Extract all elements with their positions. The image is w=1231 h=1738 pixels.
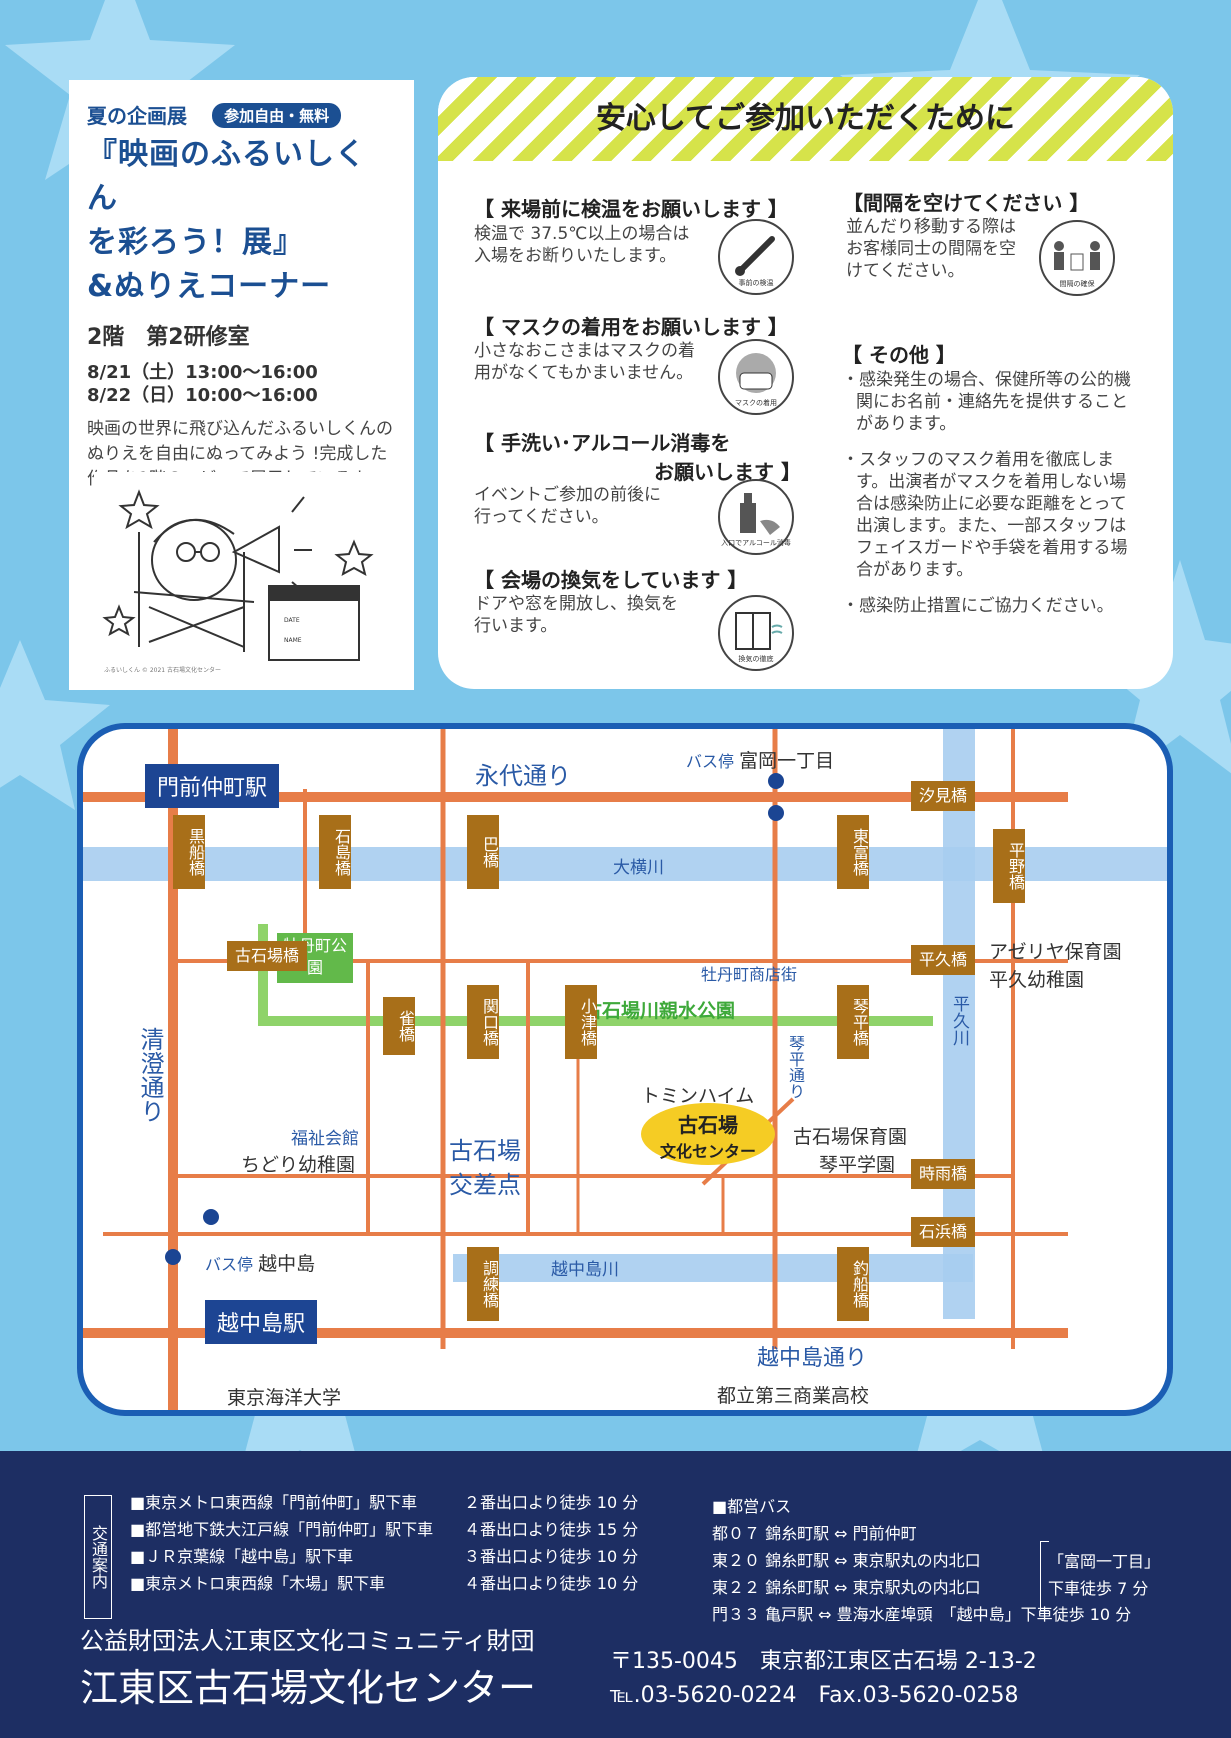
- mascot-director-icon: DATE NAME ふるいしくん © 2021 古石場文化センター: [102, 489, 374, 674]
- event-dates: 8/21（土）13:00〜16:00 8/22（日）10:00〜16:00: [87, 362, 318, 406]
- bus-stop-icon: [768, 805, 784, 821]
- footer-name: 江東区古石場文化センター: [80, 1666, 537, 1710]
- distance-icon: 間隔の確保: [1039, 220, 1115, 296]
- hand-sanitizer-icon: 入口でアルコール消毒: [718, 479, 794, 555]
- road-ecchujima: 越中島通り: [757, 1346, 868, 1371]
- label-tomin: トミンハイム: [641, 1085, 755, 1107]
- bus-list: ■都営バス 都０７ 錦糸町駅 ⇔ 門前仲町 東２０ 錦糸町駅 ⇔ 東京駅丸の内北…: [712, 1497, 1132, 1624]
- access-map: 門前仲町駅 越中島駅 永代通り 清澄通り 越中島通り 琴平通り 大横川 越中島川…: [77, 723, 1173, 1416]
- event-title: 『映画のふるいしくん を彩ろう！展』 &ぬりえコーナー: [87, 137, 366, 304]
- bridge-tsurifune: 釣船橋: [837, 1247, 869, 1321]
- safety-heading: 安心してご参加いただくために: [595, 101, 1016, 136]
- bridge-higashitomi: 東富橋: [837, 815, 869, 889]
- bridge-jiu: 時雨橋: [911, 1159, 976, 1189]
- label-kaiyo: 東京海洋大学: [227, 1387, 342, 1409]
- item-distance-text: 並んだり移動する際は お客様同士の間隔を空 けてください。: [846, 217, 1016, 281]
- mask-icon: マスクの着用: [718, 339, 794, 415]
- bridge-kotohira: 琴平橋: [837, 985, 869, 1059]
- access-label: 交通案内: [84, 1495, 112, 1619]
- bridge-tomoe: 巴橋: [467, 815, 499, 889]
- footer-org: 公益財団法人江東区文化コミュニティ財団: [80, 1627, 535, 1655]
- bridge-suzume: 雀橋: [383, 997, 415, 1055]
- item-mask-title: 【 マスクの着用をお願いします 】: [474, 315, 788, 339]
- other-title: 【 その他 】: [842, 343, 956, 367]
- event-place: 2階 第2研修室: [87, 325, 250, 350]
- other-list: ・感染発生の場合、保健所等の公的機関にお名前・連絡先を提供することがあります。 …: [842, 369, 1142, 623]
- other-item: ・感染防止措置にご協力ください。: [842, 596, 1114, 616]
- label-kotohira-gakuen: 琴平学園: [819, 1154, 896, 1176]
- river-oyoko-label: 大横川: [613, 858, 664, 878]
- footer-address: 〒135-0045 東京都江東区古石場 2-13-2: [610, 1649, 1037, 1674]
- safety-panel: 安心してご参加いただくために 【 来場前に検温をお願いします 】 検温で 37.…: [438, 77, 1173, 689]
- bridge-choren: 調練橋: [467, 1247, 499, 1321]
- clapper-name: NAME: [284, 637, 302, 644]
- label-fukushi: 福祉会館: [291, 1129, 359, 1149]
- park-label: 古石場川親水公園: [583, 1000, 736, 1022]
- label-chidori: ちどり幼稚園: [241, 1154, 356, 1176]
- bus-bracket: [1040, 1541, 1049, 1611]
- item-temp-text: 検温で 37.5℃以上の場合は 入場をお断りいたします。: [474, 224, 690, 266]
- culture-center-marker[interactable]: 古石場 文化センター: [641, 1103, 775, 1165]
- item-mask-text: 小さなおこさまはマスクの着 用がなくてもかまいません。: [474, 341, 695, 383]
- footer-tel: ℡.03-5620-0224 Fax.03-5620-0258: [610, 1683, 1019, 1708]
- bridge-furuishiba: 古石場橋: [227, 941, 308, 971]
- bridge-kurofune: 黒船橋: [173, 815, 205, 889]
- free-badge: 参加自由・無料: [212, 103, 342, 128]
- bus-ecchujima: バス停 越中島: [205, 1253, 316, 1275]
- item-vent-text: ドアや窓を開放し、換気を 行います。: [474, 594, 678, 636]
- river-ecchujima: [453, 1254, 973, 1282]
- striped-header: [438, 77, 1173, 161]
- label-azalea: アゼリヤ保育園: [989, 941, 1122, 963]
- illustration-caption: ふるいしくん © 2021 古石場文化センター: [104, 666, 221, 674]
- bridge-sekiguchi: 関口橋: [467, 985, 499, 1059]
- coloring-illustration: DATE NAME ふるいしくん © 2021 古石場文化センター: [94, 472, 388, 680]
- item-distance-title: 【間隔を空けてください 】: [843, 191, 1090, 215]
- station-ecchujima[interactable]: 越中島駅: [205, 1300, 318, 1344]
- item-temp-title: 【 来場前に検温をお願いします 】: [474, 197, 788, 221]
- river-ecchujima-label: 越中島川: [551, 1260, 619, 1280]
- river-heikyu-label: 平久川: [949, 995, 969, 1046]
- road-kotohira: 琴平通り: [786, 1035, 805, 1099]
- bus-note: 「富岡一丁目」 下車徒歩 7 分: [1048, 1552, 1161, 1598]
- road-kiyosumi: 清澄通り: [136, 1027, 164, 1123]
- bus-stop-icon: [203, 1209, 219, 1225]
- item-hand-text: イベントご参加の前後に 行ってください。: [474, 485, 661, 527]
- bus-stop-icon: [165, 1249, 181, 1265]
- bridge-ishijima: 石島橋: [319, 815, 351, 889]
- station-monzen[interactable]: 門前仲町駅: [145, 764, 280, 808]
- item-hand-title: 【 手洗い･アルコール消毒を お願いします 】: [474, 431, 801, 484]
- other-item: ・感染発生の場合、保健所等の公的機関にお名前・連絡先を提供することがあります。: [842, 370, 1131, 434]
- clapper-date: DATE: [284, 617, 300, 624]
- road-eitai: 永代通り: [475, 762, 571, 790]
- item-vent-title: 【 会場の換気をしています 】: [474, 568, 748, 592]
- label-botan-shotengai: 牡丹町商店街: [701, 965, 798, 984]
- label-heikyu-kg: 平久幼稚園: [989, 969, 1085, 991]
- bus-tomioka: バス停 富岡一丁目: [686, 750, 835, 772]
- thermometer-icon: 事前の検温: [718, 219, 794, 295]
- label-nursery: 古石場保育園: [793, 1126, 908, 1148]
- bridge-heikyu: 平久橋: [911, 945, 976, 975]
- bridge-hirano: 平野橋: [993, 829, 1025, 903]
- bus-stop-icon: [768, 773, 784, 789]
- window-ventilation-icon: 換気の徹底: [718, 595, 794, 671]
- river-oyoko: [83, 847, 1167, 881]
- label-kosaten: 古石場 交差点: [449, 1137, 521, 1199]
- event-category: 夏の企画展: [87, 104, 187, 128]
- bridge-shiomi: 汐見橋: [911, 781, 976, 811]
- label-daisan: 都立第三商業高校: [717, 1385, 870, 1407]
- bridge-kotsu: 小津橋: [565, 985, 597, 1059]
- other-item: ・スタッフのマスク着用を徹底します。出演者がマスクを着用しない場合は感染防止に必…: [842, 450, 1128, 580]
- bridge-ishihama: 石浜橋: [911, 1217, 976, 1247]
